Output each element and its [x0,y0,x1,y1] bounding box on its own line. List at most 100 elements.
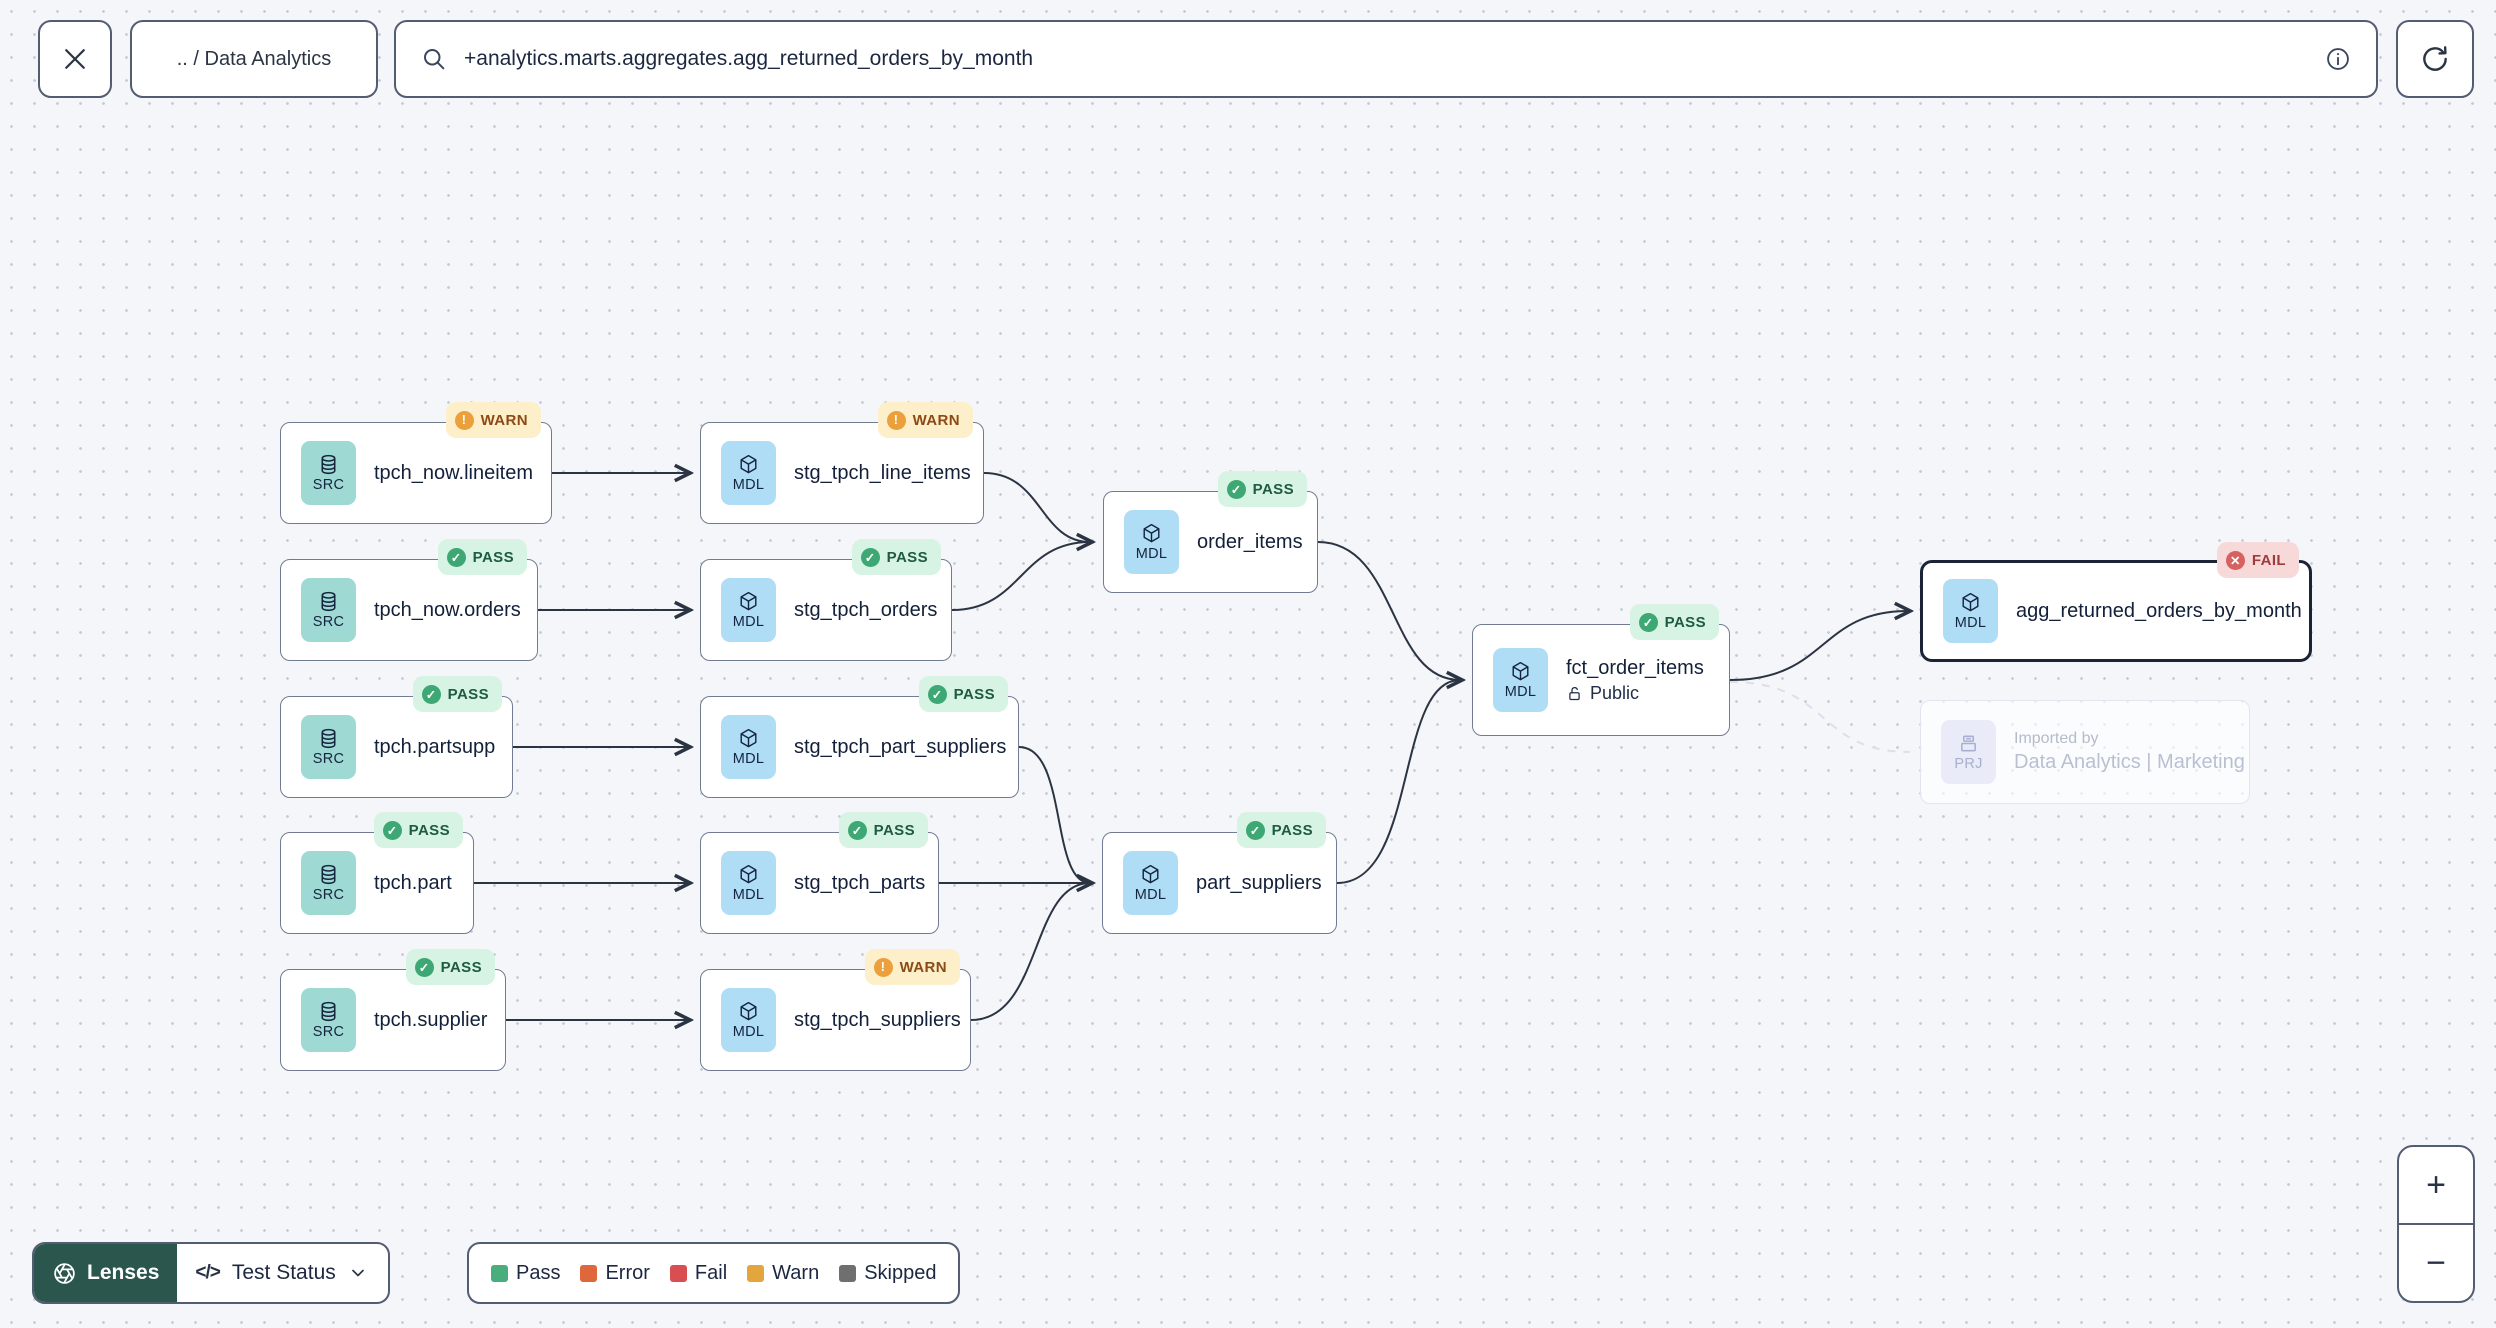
node-label: Data Analytics | Marketing [2014,751,2245,773]
warn-icon: ! [454,410,474,430]
source-chip: SRC [301,441,356,505]
lens-selector[interactable]: </> Test Status [177,1244,387,1302]
node-label: order_items [1197,530,1303,553]
source-chip: SRC [301,715,356,779]
close-button[interactable] [38,20,112,98]
search-bar[interactable] [394,20,2378,98]
model-chip: MDL [1943,579,1998,643]
status-badge: ✓PASS [1217,471,1307,507]
info-icon[interactable] [2324,45,2352,73]
node-stg-tpch-suppliers[interactable]: !WARN MDL stg_tpch_suppliers [700,949,971,1071]
model-chip: MDL [1124,510,1179,574]
node-label: tpch_now.orders [374,598,521,621]
warn-swatch [747,1264,765,1282]
cube-icon [737,453,760,476]
project-chip: PRJ [1941,720,1996,784]
status-badge: ✓PASS [851,539,941,575]
test-status-legend: Pass Error Fail Warn Skipped [467,1242,961,1304]
node-imported-by-project[interactable]: PRJ Imported by Data Analytics | Marketi… [1920,700,2250,804]
cube-icon [1139,863,1162,886]
node-stg-tpch-part-suppliers[interactable]: ✓PASS MDL stg_tpch_part_suppliers [700,676,1019,798]
fail-swatch [669,1264,687,1282]
model-chip: MDL [721,715,776,779]
imported-by-title: Imported by [2014,730,2099,747]
project-icon [1957,732,1980,755]
cube-icon [1509,660,1532,683]
refresh-button[interactable] [2396,20,2474,98]
search-icon [420,45,448,73]
breadcrumb[interactable]: .. / Data Analytics [130,20,378,98]
node-label: part_suppliers [1196,871,1322,894]
database-icon [317,1000,340,1023]
node-tpch-now-lineitem[interactable]: !WARN SRC tpch_now.lineitem [280,402,552,524]
node-label: tpch_now.lineitem [374,461,533,484]
node-tpch-supplier[interactable]: ✓PASS SRC tpch.supplier [280,949,506,1071]
node-tpch-now-orders[interactable]: ✓PASS SRC tpch_now.orders [280,539,538,661]
node-label: tpch.part [374,871,452,894]
unlock-icon [1566,685,1583,702]
status-badge: ✓PASS [373,812,463,848]
canvas-zoom-controls: + − [2397,1145,2475,1303]
warn-icon: ! [886,410,906,430]
error-swatch [580,1264,598,1282]
node-fct-order-items[interactable]: ✓PASS MDL fct_order_items Public [1472,604,1730,736]
status-badge: ✓PASS [1236,812,1326,848]
node-label: stg_tpch_orders [794,598,938,621]
node-label: agg_returned_orders_by_month [2016,599,2302,622]
status-badge: ✕FAIL [2216,542,2299,578]
cube-icon [737,590,760,613]
legend-item-fail: Fail [669,1262,727,1285]
lenses-button[interactable]: Lenses [34,1244,178,1302]
model-chip: MDL [1493,648,1548,712]
check-icon: ✓ [414,957,434,977]
zoom-divider [2399,1223,2473,1225]
check-icon: ✓ [382,820,402,840]
node-tpch-partsupp[interactable]: ✓PASS SRC tpch.partsupp [280,676,513,798]
check-icon: ✓ [1638,612,1658,632]
cube-icon [737,1000,760,1023]
status-badge: ✓PASS [1629,604,1719,640]
check-icon: ✓ [421,684,441,704]
zoom-out-button[interactable]: − [2399,1225,2473,1301]
node-tpch-part[interactable]: ✓PASS SRC tpch.part [280,812,474,934]
cube-icon [737,863,760,886]
legend-item-error: Error [580,1262,650,1285]
status-badge: ✓PASS [838,812,928,848]
node-label: stg_tpch_line_items [794,461,971,484]
model-chip: MDL [721,441,776,505]
legend-item-skipped: Skipped [839,1262,936,1285]
node-agg-returned-orders-by-month[interactable]: ✕FAIL MDL agg_returned_orders_by_month [1920,542,2312,662]
node-stg-tpch-line-items[interactable]: !WARN MDL stg_tpch_line_items [700,402,984,524]
aperture-icon [52,1261,77,1286]
model-chip: MDL [1123,851,1178,915]
pass-swatch [491,1264,508,1282]
status-badge: !WARN [445,402,541,438]
refresh-icon [2419,43,2451,75]
node-label: stg_tpch_suppliers [794,1008,961,1031]
breadcrumb-label: .. / Data Analytics [176,47,332,70]
zoom-in-button[interactable]: + [2399,1147,2473,1223]
database-icon [317,727,340,750]
warn-icon: ! [873,957,893,977]
node-stg-tpch-orders[interactable]: ✓PASS MDL stg_tpch_orders [700,539,952,661]
cube-icon [737,727,760,750]
node-stg-tpch-parts[interactable]: ✓PASS MDL stg_tpch_parts [700,812,939,934]
skipped-swatch [839,1264,857,1282]
check-icon: ✓ [927,684,947,704]
status-badge: ✓PASS [412,676,502,712]
node-label: tpch.supplier [374,1008,488,1031]
cube-icon [1959,591,1982,614]
node-order-items[interactable]: ✓PASS MDL order_items [1103,471,1318,593]
model-chip: MDL [721,851,776,915]
source-chip: SRC [301,851,356,915]
check-icon: ✓ [1226,479,1246,499]
check-icon: ✓ [860,547,880,567]
search-input[interactable] [464,47,2324,71]
selected-lens-label: Test Status [231,1261,336,1284]
node-label: stg_tpch_parts [794,871,926,894]
status-badge: ✓PASS [918,676,1008,712]
legend-item-pass: Pass [491,1262,560,1285]
model-chip: MDL [721,988,776,1052]
node-part-suppliers[interactable]: ✓PASS MDL part_suppliers [1102,812,1337,934]
close-icon [60,44,90,74]
